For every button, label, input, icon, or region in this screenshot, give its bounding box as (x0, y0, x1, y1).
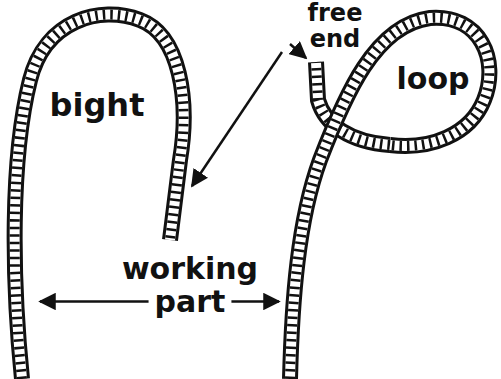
bight-rope (15, 15, 184, 379)
leader-arrow (290, 44, 306, 58)
leader-arrow (192, 52, 282, 186)
leader-arrow (231, 300, 279, 303)
part-label: free end (308, 0, 363, 53)
leader-arrow (40, 300, 149, 303)
part-label: bight (50, 88, 145, 123)
loop-rope (290, 18, 489, 379)
part-label: working part (122, 252, 258, 318)
part-label: loop (397, 62, 470, 95)
